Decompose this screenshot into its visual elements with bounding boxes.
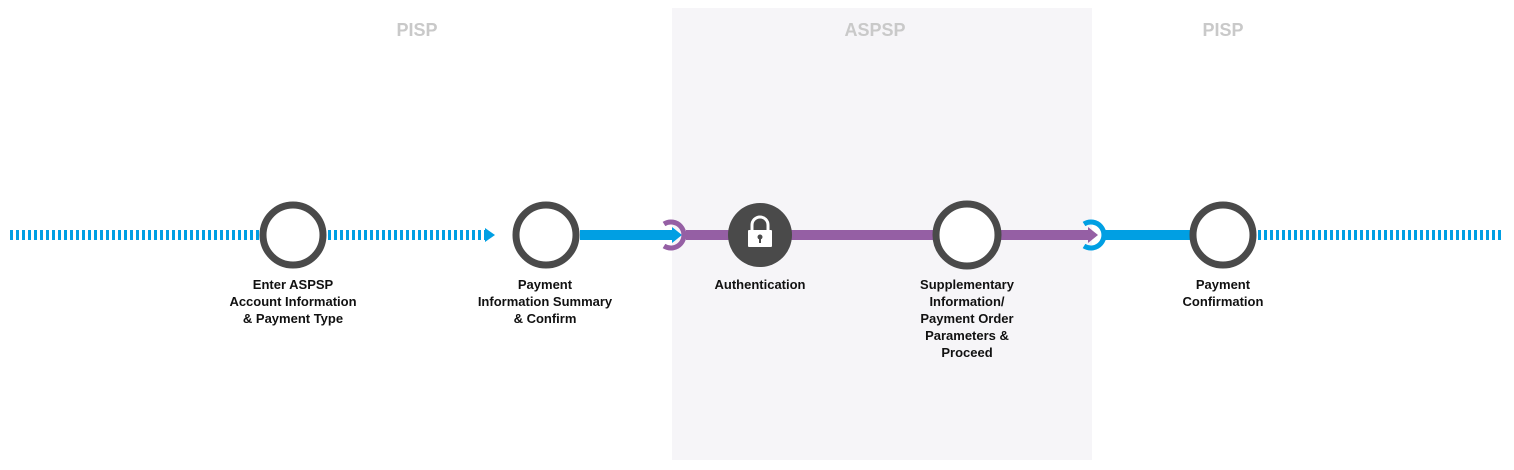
arrow-head-icon [1088,227,1098,243]
lock-icon [748,215,772,247]
step-label-2: Payment Information Summary & Confirm [477,277,613,326]
step-label-1: Enter ASPSP Account Information & Paymen… [229,277,357,326]
step-node-1 [259,201,327,269]
step-label-5: Payment Confirmation [1182,277,1264,309]
step-node-4 [932,200,1002,270]
zone-label-aspsp: ASPSP [844,20,906,40]
step-label-4: Supplementary Information/ Payment Order… [920,277,1014,360]
zone-label-pisp-2: PISP [1202,20,1244,40]
arrow-head-icon [672,227,682,243]
step-label-3: Authentication [714,277,806,292]
step-node-2 [512,201,580,269]
handoff-ring-icon [1082,219,1107,251]
zone-label-pisp-1: PISP [396,20,438,40]
arrow-head-icon [485,228,495,242]
handoff-ring-icon [662,219,687,251]
step-node-5 [1189,201,1257,269]
